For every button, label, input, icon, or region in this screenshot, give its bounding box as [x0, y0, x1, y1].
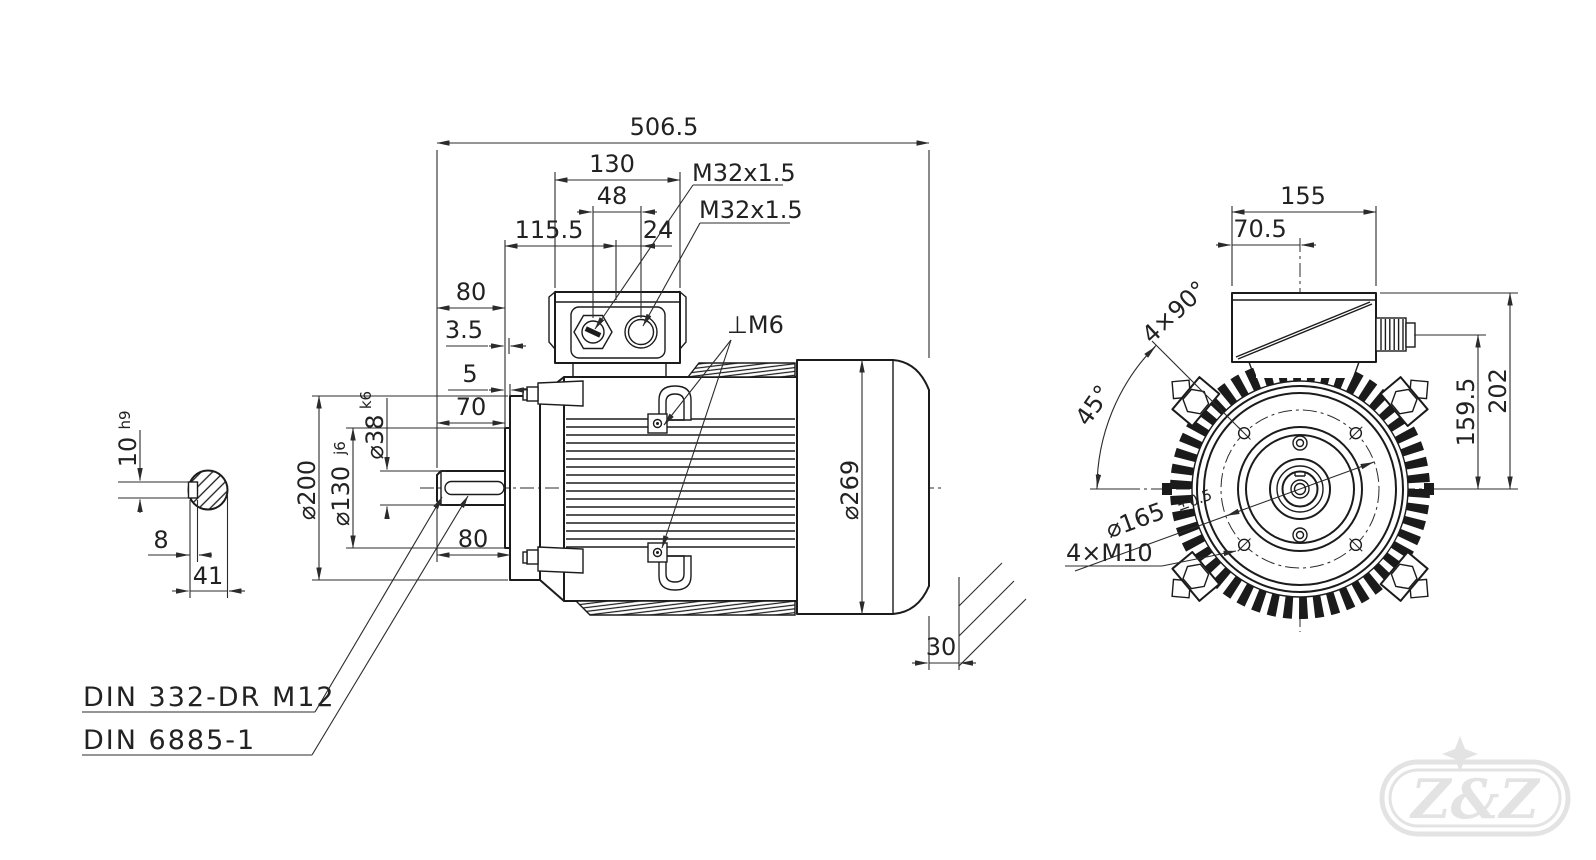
side-dimensions: 506.5 130 48 115.5 24 M32x1.5 M32x1.5 80… [293, 113, 976, 670]
mounting-lugs [1171, 376, 1429, 602]
note-center-hole: DIN 332-DR M12 [83, 682, 336, 713]
label-mounting-holes: 4×M10 [1066, 539, 1153, 567]
flange-holes [1237, 426, 1363, 552]
housing [563, 362, 798, 616]
dim-wall-clearance: 30 [926, 633, 957, 661]
shaft-section-detail: 10 h9 8 41 [114, 410, 245, 598]
label-gland-bottom: M32x1.5 [699, 196, 803, 224]
shaft [436, 470, 506, 506]
shaft-end [1281, 470, 1319, 508]
label-tap-note: ⊥M6 [727, 311, 784, 339]
dim-spigot-diameter: ⌀130 [327, 466, 355, 526]
dim-frame-diameter: ⌀269 [836, 460, 864, 520]
dim-hole-angle: 45° [1070, 380, 1117, 431]
dim-gland-spacing: 48 [597, 182, 628, 210]
dim-shaft-diameter: ⌀38 [361, 415, 389, 460]
dim-ebox-width: 155 [1280, 182, 1326, 210]
keyway-section [187, 481, 199, 499]
front-brackets [522, 380, 584, 574]
dim-keyway-width-tol: h9 [116, 410, 134, 429]
bottom-fin-band [574, 600, 796, 616]
terminal-box [548, 290, 687, 378]
dim-keyway-length: 80 [458, 525, 489, 553]
watermark-star [1442, 736, 1478, 772]
dim-box-offset: 115.5 [515, 216, 584, 244]
dim-height-gland: 159.5 [1452, 378, 1480, 447]
dim-flange-diameter: ⌀200 [293, 460, 321, 520]
dim-flange-step: 3.5 [445, 316, 483, 344]
dim-ebox-offset: 70.5 [1233, 215, 1286, 243]
plug-slot [584, 326, 602, 338]
dim-spigot-projection: 5 [462, 360, 477, 388]
watermark-logo-text: Z&Z [1409, 767, 1541, 831]
notes: DIN 332-DR M12 DIN 6885-1 [82, 495, 469, 756]
dim-shaft-clearance: 80 [456, 278, 487, 306]
dim-bolt-circle: ⌀165 [1102, 497, 1168, 544]
dim-shaft-key-height: 41 [193, 562, 224, 590]
end-terminal-box [1231, 292, 1416, 363]
dim-hole-spacing: 4×90° [1137, 275, 1213, 349]
bolt-circle [1220, 409, 1380, 569]
end-view [1126, 238, 1472, 632]
dim-keyway-width: 10 [114, 437, 142, 468]
dim-shaft-diameter-tol: k6 [357, 391, 375, 409]
dim-keyway-depth: 8 [153, 526, 168, 554]
side-view [420, 290, 1027, 670]
dim-shaft-length: 70 [456, 393, 487, 421]
keyway [444, 480, 505, 496]
dim-spigot-diameter-tol: j6 [331, 441, 349, 456]
note-key-standard: DIN 6885-1 [83, 725, 256, 756]
dim-overall-length: 506.5 [630, 113, 699, 141]
label-gland-top: M32x1.5 [692, 159, 796, 187]
dim-height-top: 202 [1484, 368, 1512, 414]
top-fin-band [686, 362, 796, 378]
watermark: Z&Z [1379, 736, 1571, 837]
wall-hatching [958, 562, 1027, 670]
dim-box-width: 130 [589, 150, 635, 178]
